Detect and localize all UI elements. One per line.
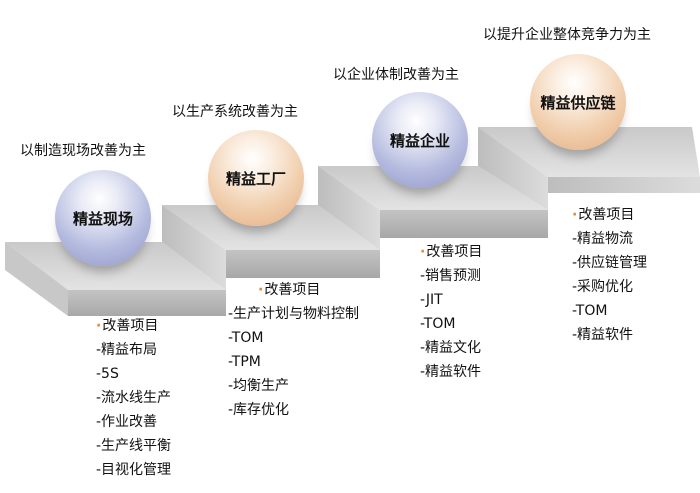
step-4-top	[478, 127, 700, 177]
bullet-icon: ·	[572, 207, 578, 223]
step-4-riser	[548, 177, 700, 193]
list-item: -作业改善	[96, 414, 158, 430]
step-3-front	[380, 210, 548, 238]
list-item: -销售预测	[420, 268, 482, 284]
list-item: -精益物流	[572, 231, 634, 247]
sphere-lean-enterprise-label: 精益企业	[389, 131, 450, 150]
list-item: -精益文化	[420, 340, 482, 356]
step-1-side	[5, 242, 68, 316]
list-item: -采购优化	[572, 279, 634, 295]
list-item: -JIT	[420, 292, 443, 308]
sphere-lean-factory: 精益工厂	[208, 130, 304, 226]
stage-4-items: ·改善项目 -精益物流 -供应链管理 -采购优化 -TOM -精益软件	[572, 203, 647, 347]
list-item: -TOM	[228, 330, 264, 346]
step-3-riser	[478, 127, 548, 210]
list-item: -生产计划与物料控制	[228, 306, 360, 322]
sphere-lean-factory-label: 精益工厂	[225, 169, 286, 188]
list-item: -流水线生产	[96, 390, 172, 406]
stage-3-items: ·改善项目 -销售预测 -JIT -TOM -精益文化 -精益软件	[420, 240, 482, 384]
sphere-lean-site: 精益现场	[55, 170, 151, 266]
list-item: -均衡生产	[228, 378, 290, 394]
list-item: -精益软件	[420, 364, 482, 380]
list-item: -生产线平衡	[96, 438, 172, 454]
bullet-icon: ·	[420, 244, 426, 260]
stage-2-label: 以生产系统改善为主	[172, 104, 298, 120]
list-item: -供应链管理	[572, 255, 648, 271]
stage-4-items-header: ·改善项目	[572, 207, 635, 223]
stage-1-items: ·改善项目 -精益布局 -5S -流水线生产 -作业改善 -生产线平衡 -目视化…	[96, 314, 171, 482]
stage-1-label: 以制造现场改善为主	[20, 143, 146, 159]
list-item: -精益布局	[96, 342, 158, 358]
sphere-lean-supply-chain: 精益供应链	[530, 54, 626, 150]
sphere-lean-enterprise: 精益企业	[372, 92, 468, 188]
stage-4-label: 以提升企业整体竞争力为主	[483, 27, 651, 43]
sphere-lean-supply-chain-label: 精益供应链	[540, 93, 616, 112]
step-2-riser	[318, 166, 380, 250]
step-1-top	[5, 242, 226, 290]
list-item: -库存优化	[228, 402, 290, 418]
stage-1-items-header: ·改善项目	[96, 318, 159, 334]
list-item: -精益软件	[572, 327, 634, 343]
step-2-front	[226, 250, 380, 278]
stage-3-items-header: ·改善项目	[420, 244, 483, 260]
bullet-icon: ·	[96, 318, 102, 334]
stage-3-label: 以企业体制改善为主	[333, 67, 459, 83]
sphere-lean-site-label: 精益现场	[72, 209, 133, 228]
list-item: -TOM	[420, 316, 456, 332]
stage-2-items: ·改善项目 -生产计划与物料控制 -TOM -TPM -均衡生产 -库存优化	[228, 278, 359, 422]
step-3-top	[318, 166, 548, 210]
step-2-top	[162, 205, 380, 250]
bullet-icon: ·	[258, 282, 264, 298]
step-1-front	[68, 290, 226, 316]
list-item: -TOM	[572, 303, 608, 319]
list-item: -TPM	[228, 354, 261, 370]
stage-2-items-header: ·改善项目	[258, 282, 321, 298]
list-item: -目视化管理	[96, 462, 172, 478]
list-item: -5S	[96, 366, 119, 382]
step-1-riser	[162, 205, 226, 290]
